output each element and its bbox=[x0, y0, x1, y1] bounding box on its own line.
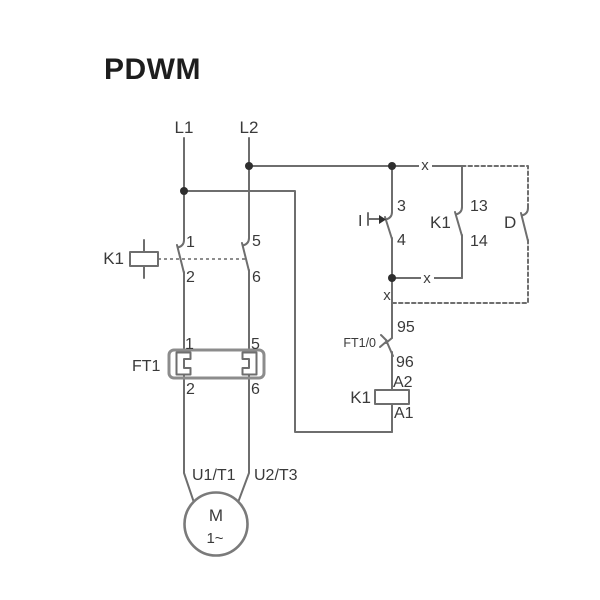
terminal-x-mark: x bbox=[383, 287, 391, 304]
control-terminal-label: 4 bbox=[397, 232, 406, 249]
thermal-heater-icon bbox=[241, 351, 258, 376]
pushbutton-actuator-icon bbox=[367, 212, 380, 226]
contact-terminal-label: 1 bbox=[186, 234, 195, 251]
motor-terminal-label: U2/T3 bbox=[254, 467, 298, 484]
wire-control-return bbox=[183, 190, 393, 433]
terminal-x-mark: x bbox=[421, 157, 429, 174]
x-mark-halo bbox=[419, 158, 432, 171]
contact-terminal-label: 6 bbox=[252, 269, 261, 286]
overload-terminal-label: 5 bbox=[251, 336, 260, 353]
terminal-x-mark: x bbox=[423, 270, 431, 287]
coil-label: K1 bbox=[350, 388, 371, 407]
contactor-label: K1 bbox=[103, 249, 124, 268]
holding-contact-label: K1 bbox=[430, 213, 451, 232]
contact-terminal-label: 5 bbox=[252, 233, 261, 250]
page-title: PDWM bbox=[104, 53, 201, 86]
no-contact-arm-icon bbox=[241, 242, 250, 272]
overload-relay-box bbox=[167, 348, 266, 380]
holding-contact bbox=[454, 206, 463, 237]
overload-terminal-label: 1 bbox=[185, 336, 194, 353]
no-contact-arm-icon bbox=[520, 212, 529, 242]
pushbutton-arrow-icon bbox=[379, 215, 386, 224]
coil-rect-icon bbox=[374, 389, 410, 405]
phase-label-l2: L2 bbox=[240, 118, 259, 137]
power-circuit bbox=[183, 137, 463, 503]
overload-relay bbox=[167, 348, 266, 380]
start-button-label: I bbox=[358, 213, 362, 230]
contactor-coil bbox=[374, 389, 410, 405]
no-contact-arm-icon bbox=[454, 211, 463, 237]
junction-dots bbox=[180, 162, 396, 282]
control-terminal-label: 13 bbox=[470, 198, 488, 215]
control-terminal-label: A1 bbox=[394, 405, 414, 422]
no-contact-hook-icon bbox=[242, 237, 250, 247]
nc-contact-arm-icon bbox=[385, 339, 394, 357]
contactor-main-contacts bbox=[129, 237, 250, 279]
control-circuit bbox=[391, 165, 529, 433]
control-terminal-label: 14 bbox=[470, 233, 488, 250]
no-contact-hook-icon bbox=[455, 206, 463, 216]
no-contact-arm-icon bbox=[176, 244, 185, 274]
remote-contact bbox=[520, 207, 529, 242]
wire-l2-lower bbox=[237, 269, 250, 503]
no-contact-hook-icon bbox=[385, 211, 393, 221]
no-contact-hook-icon bbox=[177, 239, 185, 249]
x-mark-halo bbox=[421, 271, 434, 284]
contact-terminal-label: 2 bbox=[186, 269, 195, 286]
wire-l1-lower bbox=[183, 271, 195, 503]
overload-relay-label: FT1 bbox=[132, 358, 161, 375]
remote-contact-label: D bbox=[504, 213, 516, 232]
thermal-trip-chevron-icon bbox=[379, 334, 388, 348]
motor bbox=[183, 491, 249, 557]
motor-terminal-label: U1/T1 bbox=[192, 467, 236, 484]
phase-label-l1: L1 bbox=[175, 118, 194, 137]
overload-contact-label: FT1/0 bbox=[343, 336, 376, 350]
motor-phase-label: 1~ bbox=[206, 530, 223, 547]
junction-dot bbox=[180, 187, 188, 195]
overload-nc-contact bbox=[379, 334, 394, 357]
control-terminal-label: A2 bbox=[393, 374, 413, 391]
contactor-coil-symbol-icon bbox=[129, 251, 159, 267]
no-contact-arm-icon bbox=[384, 216, 393, 240]
junction-dot bbox=[245, 162, 253, 170]
junction-dot bbox=[388, 274, 396, 282]
thermal-heater-icon bbox=[175, 351, 192, 376]
control-terminal-label: 96 bbox=[396, 354, 414, 371]
control-terminal-label: 3 bbox=[397, 198, 406, 215]
overload-terminal-label: 6 bbox=[251, 381, 260, 398]
motor-circle-icon bbox=[183, 491, 249, 557]
wire-remote-branch-bottom-dashed bbox=[391, 239, 529, 304]
junction-dot bbox=[388, 162, 396, 170]
no-contact-hook-icon bbox=[521, 207, 529, 217]
control-terminal-label: 95 bbox=[397, 319, 415, 336]
motor-symbol-label: M bbox=[209, 506, 223, 525]
overload-terminal-label: 2 bbox=[186, 381, 195, 398]
wire-remote-branch-top-dashed bbox=[461, 165, 529, 209]
start-button bbox=[367, 211, 393, 240]
